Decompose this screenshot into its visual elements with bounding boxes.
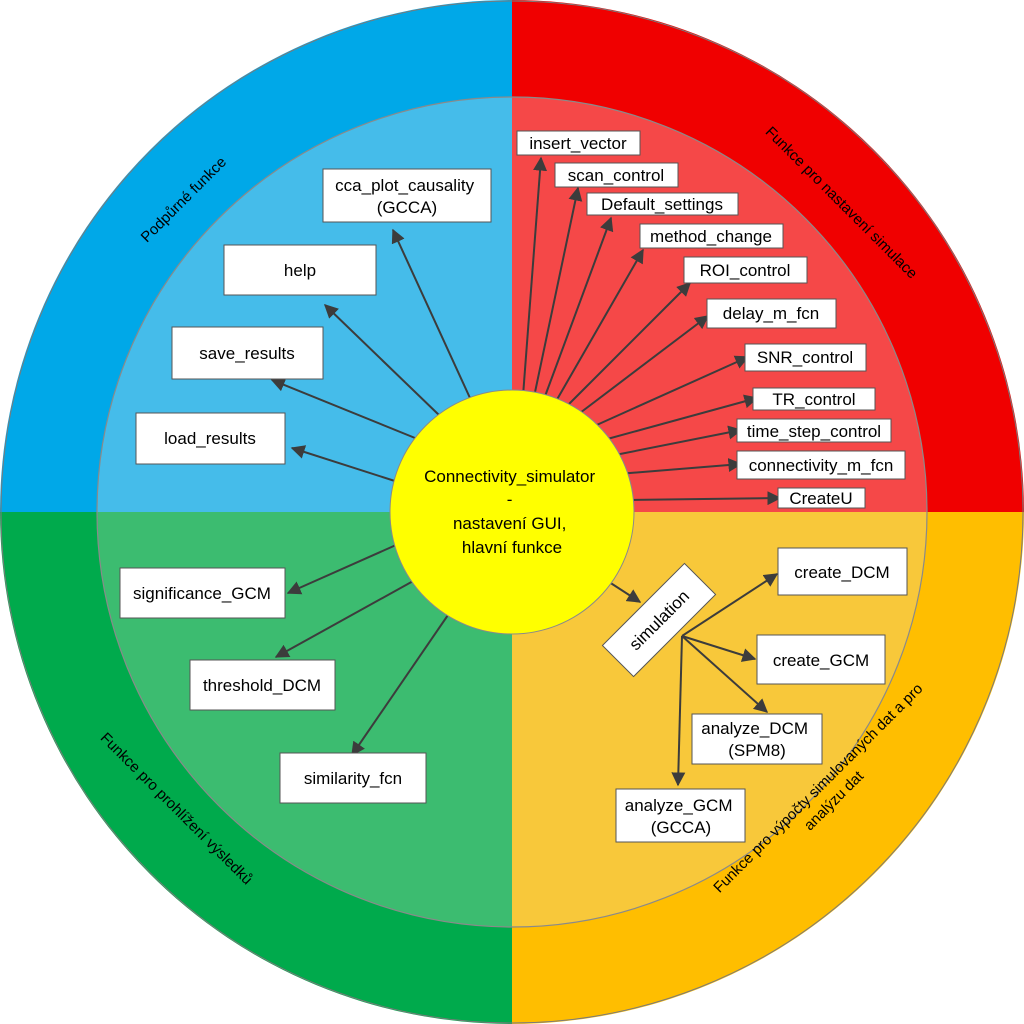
node-delay-m-fcn-label: delay_m_fcn	[723, 304, 819, 323]
node-roi-control[interactable]: ROI_control	[683, 256, 808, 284]
center-label-line1: Connectivity_simulator	[424, 467, 595, 486]
node-create-gcm-label: create_GCM	[773, 651, 869, 670]
node-similarity-fcn[interactable]: similarity_fcn	[279, 752, 427, 804]
node-scan-control[interactable]: scan_control	[554, 162, 679, 188]
node-insert-vector[interactable]: insert_vector	[516, 130, 641, 156]
inner-circle-border	[96, 96, 928, 928]
node-time-step-control[interactable]: time_step_control	[736, 418, 892, 443]
settings-arrows	[522, 156, 782, 506]
node-scan-control-label: scan_control	[568, 166, 664, 185]
center-label: Connectivity_simulator - nastavení GUI, …	[424, 467, 600, 557]
svg-text:cca_plot_causality (GCCA: cca_plot_causality (GCCA)	[335, 176, 479, 217]
node-analyze-dcm-line1: analyze_DCM	[701, 719, 808, 738]
node-similarity-fcn-label: similarity_fcn	[304, 769, 402, 788]
support-arrows	[270, 228, 471, 483]
node-save-results-label: save_results	[199, 344, 294, 363]
node-cca-plot-causality[interactable]: cca_plot_causality (GCCA)	[322, 168, 492, 223]
node-analyze-gcm-line2: (GCCA)	[651, 818, 711, 837]
node-load-results-label: load_results	[164, 429, 256, 448]
node-cca-plot-line2: (GCCA)	[377, 198, 437, 217]
node-createu[interactable]: CreateU	[777, 487, 866, 509]
node-significance-gcm[interactable]: significance_GCM	[119, 567, 286, 619]
node-connectivity-m-fcn[interactable]: connectivity_m_fcn	[736, 450, 906, 480]
node-help-label: help	[284, 261, 316, 280]
node-create-dcm-label: create_DCM	[794, 563, 889, 582]
node-tr-control-label: TR_control	[772, 390, 855, 409]
node-tr-control[interactable]: TR_control	[752, 387, 876, 411]
compute-arrows	[605, 573, 779, 787]
node-analyze-gcm-line1: analyze_GCM	[625, 796, 733, 815]
svg-text:analyze_GCM (GCCA): analyze_GCM (GCCA)	[625, 796, 737, 837]
node-analyze-dcm[interactable]: analyze_DCM (SPM8)	[691, 713, 823, 765]
node-delay-m-fcn[interactable]: delay_m_fcn	[706, 298, 837, 329]
node-analyze-dcm-line2: (SPM8)	[728, 741, 786, 760]
node-insert-vector-label: insert_vector	[529, 134, 627, 153]
node-method-change[interactable]: method_change	[639, 223, 784, 249]
node-snr-control[interactable]: SNR_control	[744, 343, 867, 372]
node-analyze-gcm[interactable]: analyze_GCM (GCCA)	[615, 788, 746, 843]
node-create-dcm[interactable]: create_DCM	[777, 547, 908, 596]
svg-text:analyze_DCM (SPM8): analyze_DCM (SPM8)	[701, 719, 813, 760]
center-label-line3: nastavení GUI,	[453, 514, 566, 533]
node-threshold-dcm[interactable]: threshold_DCM	[189, 659, 336, 711]
node-createu-label: CreateU	[789, 489, 852, 508]
node-create-gcm[interactable]: create_GCM	[756, 634, 886, 685]
node-cca-plot-line1: cca_plot_causality	[335, 176, 474, 195]
node-connectivity-m-fcn-label: connectivity_m_fcn	[749, 456, 894, 475]
node-method-change-label: method_change	[650, 227, 772, 246]
node-save-results[interactable]: save_results	[171, 326, 324, 380]
center-label-line4: hlavní funkce	[462, 538, 562, 557]
center-label-line2: -	[507, 490, 513, 509]
results-arrows	[274, 544, 449, 757]
node-help[interactable]: help	[223, 244, 377, 296]
node-threshold-dcm-label: threshold_DCM	[203, 676, 321, 695]
node-time-step-control-label: time_step_control	[747, 422, 881, 441]
node-snr-control-label: SNR_control	[757, 348, 853, 367]
node-default-settings-label: Default_settings	[601, 195, 723, 214]
node-significance-gcm-label: significance_GCM	[133, 584, 271, 603]
node-default-settings[interactable]: Default_settings	[586, 192, 739, 216]
node-roi-control-label: ROI_control	[700, 261, 791, 280]
node-load-results[interactable]: load_results	[135, 412, 286, 465]
center-node[interactable]	[389, 389, 635, 635]
